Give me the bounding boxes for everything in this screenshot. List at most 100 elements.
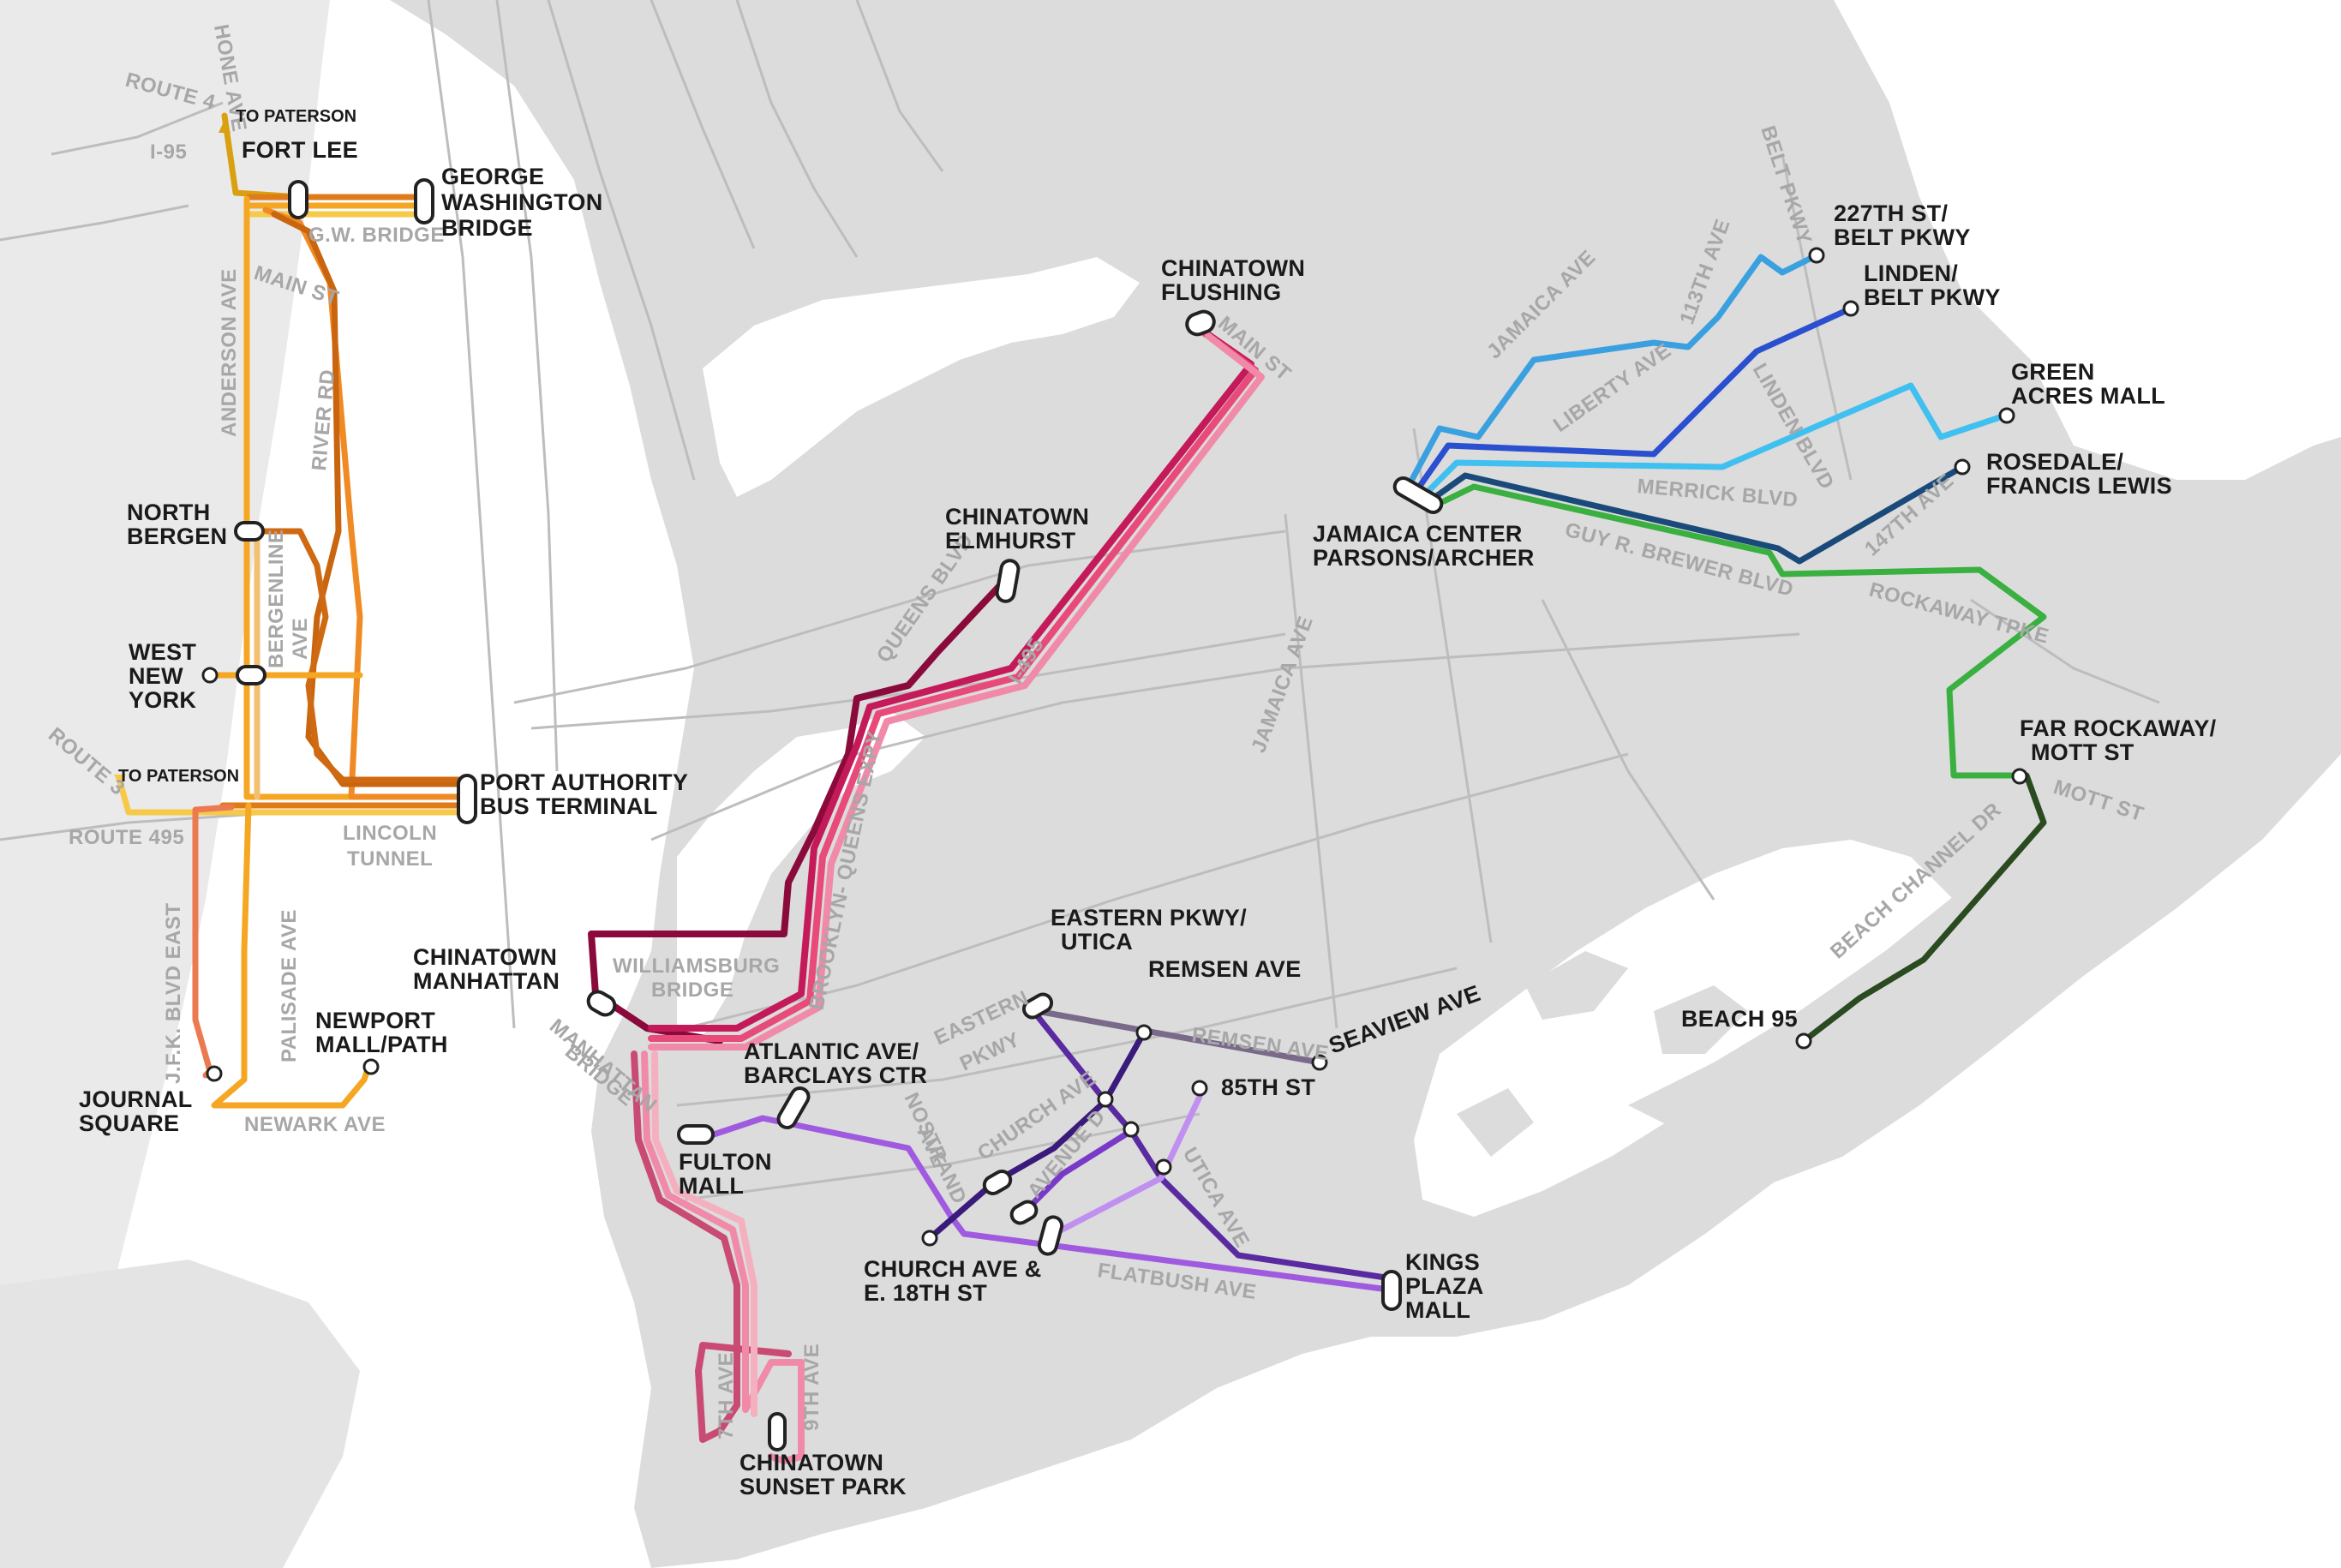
stop-fulton[interactable] [677, 1124, 715, 1145]
stop-church-2[interactable] [1009, 1199, 1039, 1226]
stop-utica-south[interactable] [1155, 1158, 1172, 1176]
label-jamaica-1: JAMAICA CENTER [1313, 521, 1523, 547]
label-newport-1: NEWPORT [315, 1008, 435, 1033]
label-kings-2: PLAZA [1405, 1273, 1484, 1299]
label-ct-manhattan-2: MANHATTAN [413, 968, 560, 994]
label-pabt-1: PORT AUTHORITY [480, 769, 688, 795]
stop-green-acres[interactable] [1998, 407, 2015, 424]
dest-paterson-north: TO PATERSON [236, 107, 356, 126]
street-palisade-ave: PALISADE AVE [278, 909, 301, 1062]
route-nj-palisade [211, 802, 372, 1109]
route-bk-utica-kings [1033, 1012, 1400, 1283]
route-ct-sunset-2 [641, 1050, 805, 1464]
label-remsen: REMSEN AVE [1148, 956, 1302, 982]
street-jfk-blvd: J.F.K. BLVD EAST [162, 902, 185, 1084]
stop-atlantic[interactable] [775, 1085, 811, 1130]
stop-remsen[interactable] [1135, 1024, 1153, 1041]
route-bk-fulton-kings [695, 1115, 1392, 1293]
route-q-green-acres [1423, 382, 2009, 496]
dest-paterson-south: TO PATERSON [118, 767, 239, 786]
stop-85th[interactable] [1191, 1080, 1208, 1097]
label-atlantic-2: BARCLAYS CTR [744, 1062, 927, 1088]
label-ct-elmhurst-2: ELMHURST [945, 528, 1076, 554]
label-church-1: CHURCH AVE & [864, 1256, 1042, 1282]
stop-markers[interactable] [201, 178, 2028, 1451]
street-bergenline-2: AVE [289, 618, 312, 660]
route-nj-river-rd [262, 206, 466, 800]
label-ct-manhattan-1: CHINATOWN [413, 944, 557, 970]
stop-ct-flushing[interactable] [1184, 308, 1217, 337]
stop-church-3[interactable] [921, 1230, 938, 1247]
stop-eastern-pkwy[interactable] [1021, 991, 1054, 1020]
street-route495: ROUTE 495 [69, 826, 184, 849]
stop-fort-lee[interactable] [288, 180, 308, 219]
stop-west-ny-west[interactable] [201, 667, 219, 684]
route-nj-route3 [117, 778, 466, 816]
label-journal-2: SQUARE [79, 1110, 179, 1136]
stop-jamaica[interactable] [1392, 475, 1445, 515]
stop-ct-elmhurst[interactable] [995, 559, 1021, 603]
street-gw-bridge: G.W. BRIDGE [308, 224, 445, 247]
water-flushing-bay [703, 257, 1140, 497]
label-fulton-2: MALL [679, 1173, 744, 1199]
street-anderson-ave: ANDERSON AVE [218, 268, 241, 437]
label-85th: 85TH ST [1221, 1074, 1315, 1100]
stop-gwb[interactable] [414, 178, 434, 224]
stop-linden[interactable] [1842, 300, 1859, 317]
route-q-beach95 [1800, 772, 2047, 1044]
label-fort-lee: FORT LEE [242, 137, 358, 163]
stop-rosedale[interactable] [1954, 458, 1971, 476]
label-church-2: E. 18TH ST [864, 1280, 987, 1306]
stop-utica-junction[interactable] [1097, 1091, 1114, 1108]
route-bk-avenue-d [1021, 1128, 1135, 1216]
label-rosedale-2: FRANCIS LEWIS [1986, 473, 2172, 499]
stop-flatbush[interactable] [1037, 1215, 1064, 1256]
label-north-bergen-2: BERGEN [127, 524, 227, 549]
stop-far-rockaway[interactable] [2011, 768, 2028, 785]
water-lower-bay [1285, 788, 2341, 1568]
nj-routes [117, 112, 466, 1109]
stop-227th[interactable] [1808, 247, 1825, 264]
stop-north-bergen[interactable] [234, 521, 265, 542]
route-ct-flushing-3 [648, 332, 1265, 1050]
stop-west-ny[interactable] [236, 665, 266, 685]
label-ct-flushing-1: CHINATOWN [1161, 255, 1305, 281]
stop-ct-manhattan[interactable] [585, 988, 619, 1018]
stop-beach95[interactable] [1795, 1032, 1812, 1050]
stop-journal-square[interactable] [206, 1065, 223, 1082]
water-east-river [677, 711, 925, 1037]
queens-routes [1406, 252, 2047, 1044]
route-q-linden [1415, 305, 1854, 492]
stop-pabt[interactable] [457, 774, 477, 824]
label-kings-1: KINGS [1405, 1249, 1480, 1275]
label-far-rock-2: MOTT ST [2031, 739, 2134, 765]
label-green-2: ACRES MALL [2011, 383, 2165, 409]
label-eastern-2: UTICA [1061, 929, 1133, 955]
stop-seaview[interactable] [1311, 1054, 1328, 1071]
route-nj-north-bergen [245, 528, 466, 783]
label-north-bergen-1: NORTH [127, 500, 211, 525]
label-ct-flushing-2: FLUSHING [1161, 279, 1281, 305]
stop-avenue-d[interactable] [1123, 1121, 1140, 1138]
stop-newport[interactable] [362, 1058, 380, 1075]
label-ct-elmhurst-1: CHINATOWN [945, 504, 1089, 530]
label-kings-3: MALL [1405, 1297, 1470, 1323]
label-gwb-2: WASHINGTON [441, 189, 603, 215]
stop-kings-plaza[interactable] [1381, 1270, 1402, 1311]
street-lincoln-2: TUNNEL [347, 847, 433, 871]
stop-church-1[interactable] [981, 1168, 1014, 1196]
route-ct-sunset-3 [651, 1050, 757, 1417]
label-ct-sunset-1: CHINATOWN [739, 1450, 883, 1475]
water-island-3 [1457, 1088, 1534, 1157]
street-bergenline-1: BERGENLINE [265, 530, 288, 668]
street-williamsburg-2: BRIDGE [651, 979, 733, 1002]
label-ct-sunset-2: SUNSET PARK [739, 1474, 907, 1499]
label-rosedale-1: ROSEDALE/ [1986, 449, 2123, 475]
label-eastern-1: EASTERN PKWY/ [1051, 905, 1247, 931]
land-staten-island [0, 1260, 360, 1568]
land-rockaway [1628, 754, 2211, 1140]
water-island-2 [1654, 985, 1748, 1054]
route-q-far-rockaway [1440, 483, 2047, 779]
stop-ct-sunset[interactable] [768, 1412, 787, 1451]
